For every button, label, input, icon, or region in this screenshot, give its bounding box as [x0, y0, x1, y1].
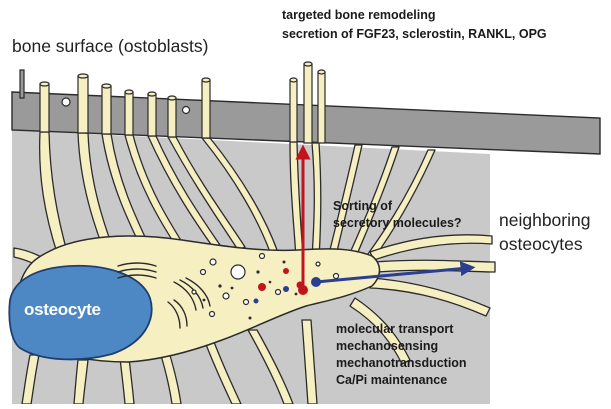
- neighboring-label-line1: neighboring: [499, 210, 590, 231]
- neighboring-label-line2: osteocytes: [499, 234, 583, 255]
- surface-vesicle: [62, 98, 70, 106]
- secretion-label: secretion of FGF23, sclerostin, RANKL, O…: [282, 27, 547, 41]
- function-label: mechanosensing: [336, 339, 438, 353]
- remodeling-label: targeted bone remodeling: [282, 8, 436, 22]
- sorting-label-line1: Sorting of: [333, 199, 392, 213]
- bone-surface-label: bone surface (ostoblasts): [12, 36, 209, 57]
- surface-vesicle: [183, 107, 190, 114]
- function-label: Ca/Pi maintenance: [336, 373, 447, 387]
- function-label: molecular transport: [336, 322, 453, 336]
- sorting-label-line2: secretory molecules?: [333, 216, 462, 230]
- function-label: mechanotransduction: [336, 356, 467, 370]
- nucleus-label: osteocyte: [24, 300, 101, 320]
